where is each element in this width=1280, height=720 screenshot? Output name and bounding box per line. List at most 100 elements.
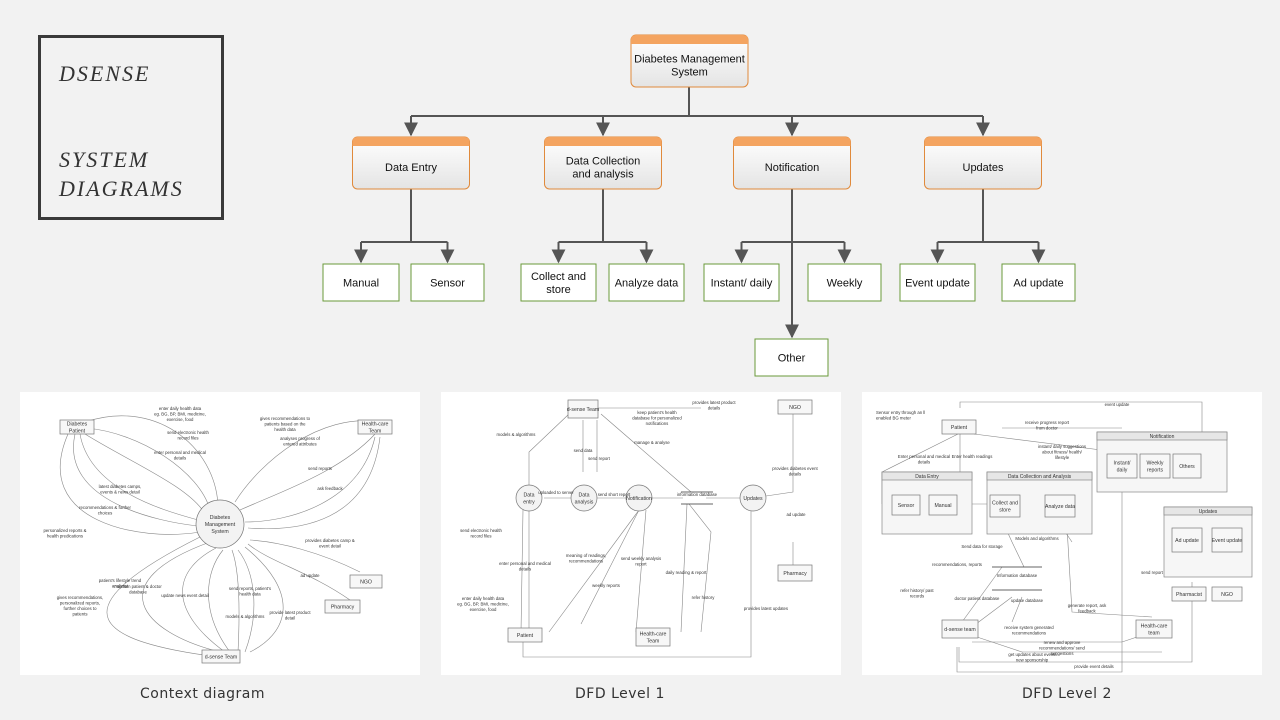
flow-label: send electronic health [167,430,209,435]
flow-label: event detail [319,544,341,549]
caption-context-diagram: Context diagram [140,686,266,702]
svg-text:Patient: Patient [951,425,968,431]
dfd1-node-notification: Notification [625,484,653,512]
root-node-text: Diabetes Management [634,53,745,65]
flow-label: about fitness/ health/ [1042,450,1082,455]
svg-text:Patient: Patient [69,429,86,435]
flow-label: send reports [308,466,332,471]
flow-label: enter daily health data [462,596,505,601]
branch-node-1-text: Data Collection [566,155,641,167]
svg-text:Diabetes: Diabetes [67,422,88,428]
svg-text:Ad update: Ad update [1175,538,1199,544]
dfd2-node-instant: Instant/daily [1106,453,1138,479]
flow-label: new sponsorship [1016,658,1049,663]
flow-label: receive progress report [1025,420,1070,425]
dfd1-node-dsense: d-sense Team [567,399,600,419]
leaf-node-2-1-text: Weekly [827,277,863,289]
flow-label: database for personalized [632,416,682,421]
svg-text:Instant/: Instant/ [1113,461,1131,467]
flow-label: choices [98,511,113,516]
svg-text:store: store [999,508,1011,514]
flow-label: send weekly analysis [621,556,661,561]
flow-label: get updates about event/ [1008,652,1056,657]
flow-label: notifications [646,421,669,426]
flow-label: Enter health readings [952,454,993,459]
flow-label: update news event detail [161,593,209,598]
dfd2-node-pharmacist: Pharmacist [1171,586,1207,602]
flow-label: Information database [997,573,1038,578]
svg-text:d-sense team: d-sense team [944,627,975,633]
flow-label: provides diabetes camp & [305,538,355,543]
flow-label: provide latest product [269,610,311,615]
flow-label: keep patient's health [637,410,677,415]
dfd2-node-event-update: Event update [1211,527,1242,553]
flow-label: gives recommendations, [57,595,104,600]
branch-node-2: Notification [733,136,851,190]
leaf-node-0-1: Sensor [410,263,485,302]
flow-label: recommendations [1012,631,1046,636]
leaf-node-3-1-text: Ad update [1013,277,1063,289]
branch-node-1-text: and analysis [572,168,634,180]
flow-label: recommendations & further [79,505,131,510]
svg-text:Data: Data [524,493,535,499]
flow-label: entered attributes [283,442,316,447]
flow-label: exercise, food [470,607,497,612]
branch-node-2-text: Notification [765,162,819,174]
flow-label: patient's lifestyle trend [99,578,142,583]
leaf-node-0-0-text: Manual [343,277,379,289]
leaf-node-1-1: Analyze data [608,263,685,302]
svg-text:Notification: Notification [1150,434,1175,440]
flow-label: models & algorithms [226,614,265,619]
svg-text:Data Collection and Analysis: Data Collection and Analysis [1008,474,1072,480]
leaf-node-3-0-text: Event update [905,277,970,289]
flow-label: event update [1105,402,1130,407]
svg-text:Pharmacy: Pharmacy [331,605,355,611]
flow-label: send report [1141,570,1164,575]
flow-label: suggestions [1051,651,1074,656]
leaf-node-1-0-text: Collect and [531,271,586,283]
svg-text:Updates: Updates [743,496,763,502]
svg-text:analysis: analysis [575,500,594,506]
svg-text:d-sense Team: d-sense Team [205,655,238,661]
svg-text:d-sense Team: d-sense Team [567,407,600,413]
flow-label: update database [1011,598,1044,603]
svg-text:Health-care: Health-care [362,422,389,428]
flow-label: Sensor entry through an ll [876,410,925,415]
flow-label: manage & analyse [634,440,670,445]
dfd2-node-ngo: NGO [1211,586,1243,602]
flow-label: details [918,460,930,465]
dfd2-node-sensor: Sensor [891,494,921,516]
svg-text:Manual: Manual [934,503,951,509]
leaf-node-0-1-text: Sensor [430,277,465,289]
leaf-node-2-2-text: Other [778,352,806,364]
flow-label: refer history [692,595,716,600]
flow-label: personalized reports, [60,601,100,606]
svg-text:Others: Others [1179,464,1195,470]
leaf-node-2-1: Weekly [807,263,882,302]
svg-text:Health-care: Health-care [640,632,667,638]
flow-label: health data [274,427,296,432]
flow-label: provide event details [1074,664,1113,669]
dfd1-node-patient: Patient [507,627,543,643]
flow-label: recommendations/ send [1039,646,1085,651]
svg-text:Collect and: Collect and [992,501,1018,507]
leaf-node-2-0: Instant/ daily [703,263,780,302]
flow-label: feedback [1078,609,1096,614]
flow-label: instant/ daily suggestions [1038,444,1086,449]
svg-text:team: team [1148,631,1160,637]
svg-text:daily: daily [1117,468,1128,474]
dfd1-node-ngo: NGO [777,399,813,415]
branch-node-0-text: Data Entry [385,162,437,174]
flow-label: ask feedback [317,486,343,491]
flow-label: ad update [300,573,320,578]
svg-text:Pharmacy: Pharmacy [783,571,807,577]
branch-node-3-text: Updates [963,162,1004,174]
svg-text:Data: Data [579,493,590,499]
flow-label: events & news detail [100,490,139,495]
